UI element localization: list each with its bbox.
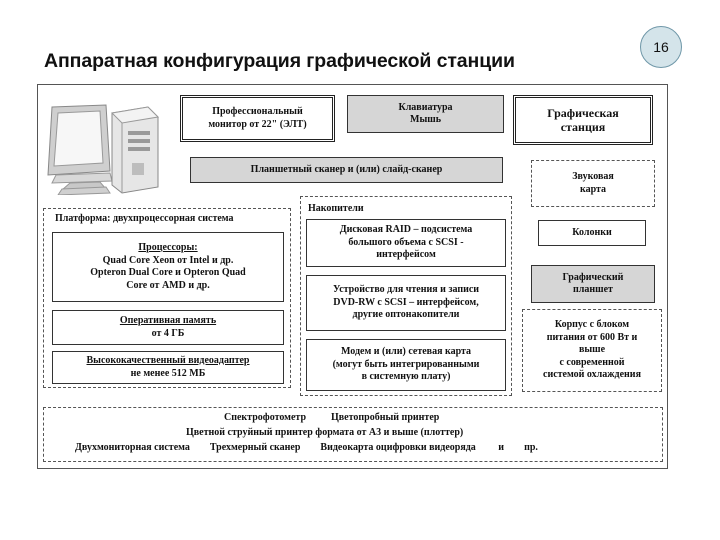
monitor-box: Профессиональный монитор от 22" (ЭЛТ): [180, 95, 335, 142]
speakers-box: Колонки: [538, 220, 646, 246]
external-devices-line-2: Цветной струйный принтер формата от А3 и…: [186, 427, 464, 438]
external-devices-line-3: Двухмониторная система Трехмерный сканер…: [75, 442, 538, 453]
external-devices-box: [43, 407, 663, 462]
storage-group: [300, 196, 512, 396]
dvd-box: Устройство для чтения и записи DVD-RW с …: [306, 275, 506, 331]
video-adapter-box: Высококачественный видеоадаптер не менее…: [52, 351, 284, 384]
station-box: Графическая станция: [513, 95, 653, 145]
computer-icon: [47, 104, 160, 195]
raid-box: Дисковая RAID – подсистема большого объе…: [306, 219, 506, 267]
tablet-box: Графический планшет: [531, 265, 655, 303]
external-devices-line-1: Спектрофотометр Цветопробный принтер: [224, 412, 440, 423]
ram-box: Оперативная память от 4 ГБ: [52, 310, 284, 345]
keyboard-mouse-box: Клавиатура Мышь: [347, 95, 504, 133]
slide-title: Аппаратная конфигурация графической стан…: [44, 50, 515, 72]
storage-header: Накопители: [308, 203, 364, 214]
processors-box: Процессоры: Quad Core Xeon от Intel и др…: [52, 232, 284, 302]
sound-card-box: Звуковая карта: [531, 160, 655, 207]
scanner-box: Планшетный сканер и (или) слайд-сканер: [190, 157, 503, 183]
platform-header: Платформа: двухпроцессорная система: [55, 213, 234, 224]
page-number-badge: 16: [640, 26, 682, 68]
case-box: Корпус с блоком питания от 600 Вт и выше…: [522, 309, 662, 392]
platform-group: [43, 208, 291, 388]
modem-box: Модем и (или) сетевая карта (могут быть …: [306, 339, 506, 391]
